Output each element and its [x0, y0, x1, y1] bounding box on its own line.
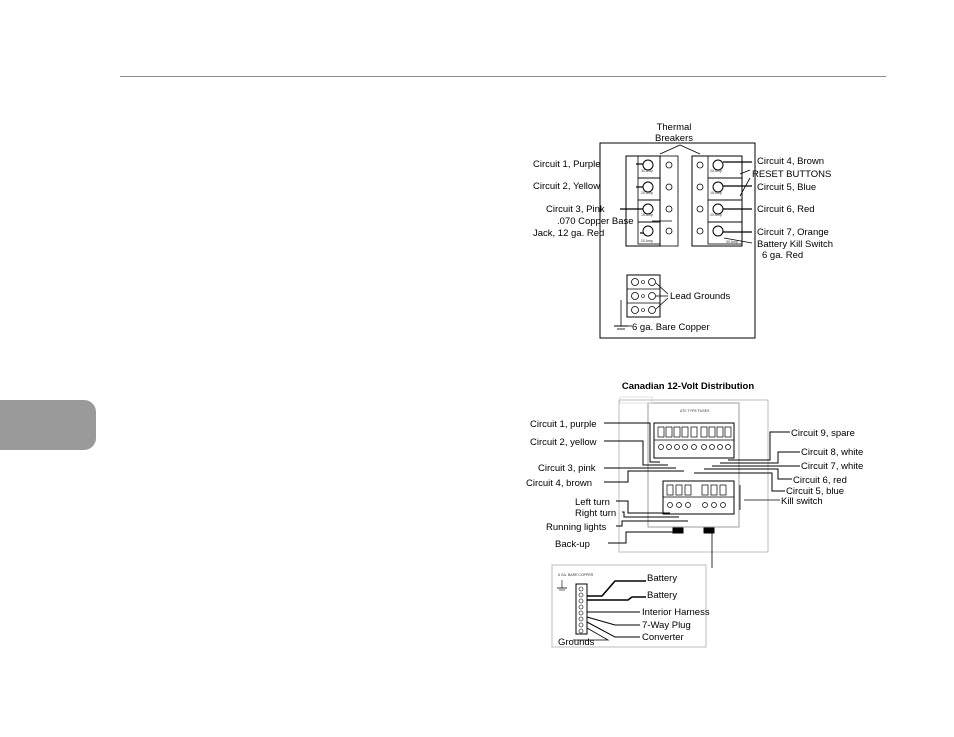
header-rule [120, 76, 886, 77]
bottom-right-label-1: Circuit 9, spare [791, 428, 855, 439]
thermal-breaker-diagram [599, 142, 756, 339]
top-right-label-5: Circuit 7, Orange [757, 227, 829, 238]
top-left-label-4: .070 Copper Base [557, 216, 634, 227]
ground-label-3: Interior Harness [642, 607, 710, 618]
svg-text:30 Amp: 30 Amp [641, 169, 653, 173]
svg-text:20 Amp: 20 Amp [641, 239, 653, 243]
top-right-label-6: Battery Kill Switch [757, 239, 833, 250]
bare-copper-label: 6 ga. Bare Copper [632, 322, 710, 333]
bottom-left-label-2: Circuit 2, yellow [530, 437, 597, 448]
top-right-label-2: RESET BUTTONS [752, 169, 831, 180]
distribution-title: Canadian 12-Volt Distribution [622, 381, 755, 392]
top-left-label-3: Circuit 3, Pink [546, 204, 605, 215]
svg-text:15 Amp: 15 Amp [641, 213, 653, 217]
ground-label-5: Converter [642, 632, 684, 643]
bottom-right-label-6: Kill switch [781, 496, 823, 507]
top-left-label-5: Jack, 12 ga. Red [533, 228, 604, 239]
breaker-header-1: Thermal [657, 122, 692, 133]
svg-text:20 Amp: 20 Amp [710, 213, 722, 217]
bottom-right-label-4: Circuit 6, red [793, 475, 847, 486]
top-right-label-4: Circuit 6, Red [757, 204, 815, 215]
breaker-header-2: Breakers [655, 133, 693, 144]
top-left-label-1: Circuit 1, Purple [533, 159, 601, 170]
bare-copper-tiny: 6 GA. BARE COPPER [558, 573, 594, 577]
top-right-label-7: 6 ga. Red [762, 250, 803, 261]
chapter-tab [0, 400, 96, 450]
breaker-amp-labels: 30 Amp 20 Amp 15 Amp 20 Amp 20 Amp 15 Am… [641, 169, 738, 244]
ground-label-1: Battery [647, 573, 677, 584]
svg-text:20 Amp: 20 Amp [641, 191, 653, 195]
bottom-right-label-2: Circuit 8, white [801, 447, 863, 458]
bottom-left-label-6: Right turn [575, 508, 616, 519]
ground-label-4: 7-Way Plug [642, 620, 691, 631]
ground-label-2: Battery [647, 590, 677, 601]
bottom-left-label-3: Circuit 3, pink [538, 463, 596, 474]
fuse-type-label: ATC TYPE FUSES [680, 409, 710, 413]
top-left-label-2: Circuit 2, Yellow [533, 181, 600, 192]
svg-text:30 Amp: 30 Amp [726, 240, 738, 244]
bottom-left-label-4: Circuit 4, brown [526, 478, 592, 489]
bottom-left-label-1: Circuit 1, purple [530, 419, 597, 430]
bottom-left-label-5: Left turn [575, 497, 610, 508]
top-right-label-1: Circuit 4, Brown [757, 156, 824, 167]
bottom-right-label-5: Circuit 5, blue [786, 486, 844, 497]
top-right-label-3: Circuit 5, Blue [757, 182, 816, 193]
grounds-label: Grounds [558, 637, 595, 648]
bottom-right-label-3: Circuit 7, white [801, 461, 863, 472]
svg-text:15 Amp: 15 Amp [710, 191, 722, 195]
svg-text:20 Amp: 20 Amp [710, 169, 722, 173]
bottom-left-label-7: Running lights [546, 522, 606, 533]
distribution-diagram [551, 396, 800, 648]
lead-grounds-label: Lead Grounds [670, 291, 730, 302]
bottom-left-label-8: Back-up [555, 539, 590, 550]
